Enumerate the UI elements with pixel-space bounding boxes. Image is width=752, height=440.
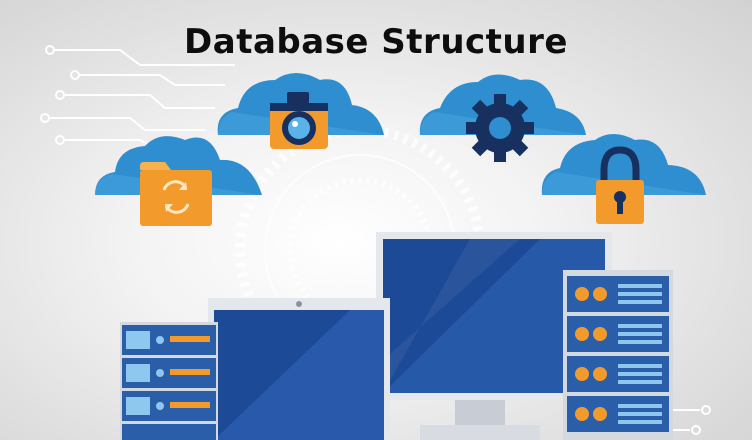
cloud-folder <box>95 136 262 226</box>
server-unit <box>122 325 216 355</box>
camera-icon <box>270 92 328 149</box>
server-rack-right <box>563 270 673 440</box>
server-rack-left <box>120 322 218 440</box>
page-title: Database Structure <box>184 22 568 62</box>
padlock-icon <box>596 146 644 224</box>
server-unit <box>567 356 669 392</box>
cloud-padlock <box>541 134 706 224</box>
circuit-lines <box>40 45 235 149</box>
server-unit <box>122 391 216 421</box>
server-unit <box>122 358 216 388</box>
gear-icon <box>466 94 534 162</box>
laptop <box>208 298 390 440</box>
server-unit <box>567 276 669 312</box>
cloud-camera <box>217 73 384 149</box>
cloud-gear <box>419 74 586 162</box>
folder-sync-icon <box>140 162 212 226</box>
server-unit <box>567 396 669 432</box>
server-unit <box>567 316 669 352</box>
